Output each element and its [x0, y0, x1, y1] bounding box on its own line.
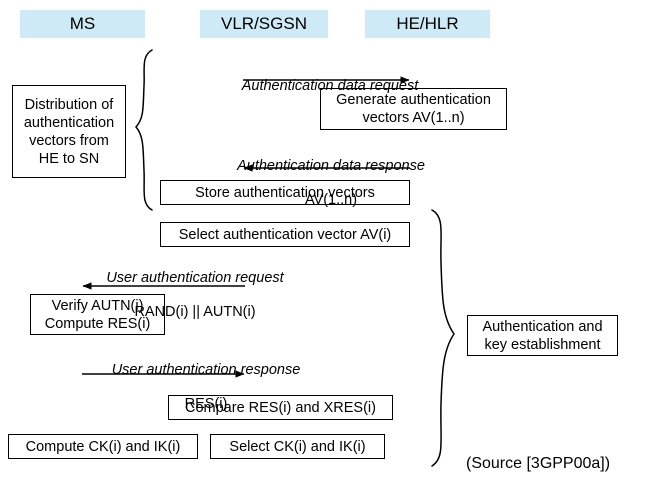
action-box-compute-ck-ik: Compute CK(i) and IK(i)	[8, 434, 198, 459]
message-label-user-auth-response: User authentication response RES(i)	[100, 345, 312, 413]
action-box-generate-av: Generate authentication vectors AV(1..n)	[320, 88, 507, 130]
action-box-store-av: Store authentication vectors	[160, 180, 410, 205]
message-name-user-auth-request: User authentication request	[106, 270, 284, 286]
brace-authentication-phase	[431, 209, 455, 467]
action-box-compare-res: Compare RES(i) and XRES(i)	[168, 395, 393, 420]
message-payload-auth-data-response: AV(1..n)	[304, 192, 358, 208]
message-payload-user-auth-response: RES(i)	[184, 396, 228, 412]
source-credit: (Source [3GPP00a])	[466, 455, 611, 472]
action-box-select-av: Select authentication vector AV(i)	[160, 222, 410, 247]
lane-header-vlr-sgsn: VLR/SGSN	[200, 10, 328, 38]
message-name-auth-data-response: Authentication data response	[237, 158, 425, 174]
message-name-auth-data-request: Authentication data request	[241, 78, 419, 94]
action-box-select-ck-ik: Select CK(i) and IK(i)	[210, 434, 385, 459]
lane-header-he-hlr: HE/HLR	[365, 10, 490, 38]
message-payload-user-auth-request: RAND(i) || AUTN(i)	[134, 304, 256, 320]
message-label-user-auth-request: User authentication request RAND(i) || A…	[95, 253, 295, 321]
phase-box-authentication-key-establishment: Authentication and key establishment	[467, 315, 618, 356]
lane-header-ms: MS	[20, 10, 145, 38]
message-name-user-auth-response: User authentication response	[111, 362, 301, 378]
action-box-verify-autn: Verify AUTN(i) Compute RES(i)	[30, 294, 165, 335]
phase-box-distribution: Distribution of authentication vectors f…	[12, 85, 126, 178]
message-label-auth-data-request: Authentication data request	[230, 61, 430, 95]
brace-distribution-phase	[134, 49, 153, 211]
message-label-auth-data-response: Authentication data response AV(1..n)	[228, 141, 434, 209]
